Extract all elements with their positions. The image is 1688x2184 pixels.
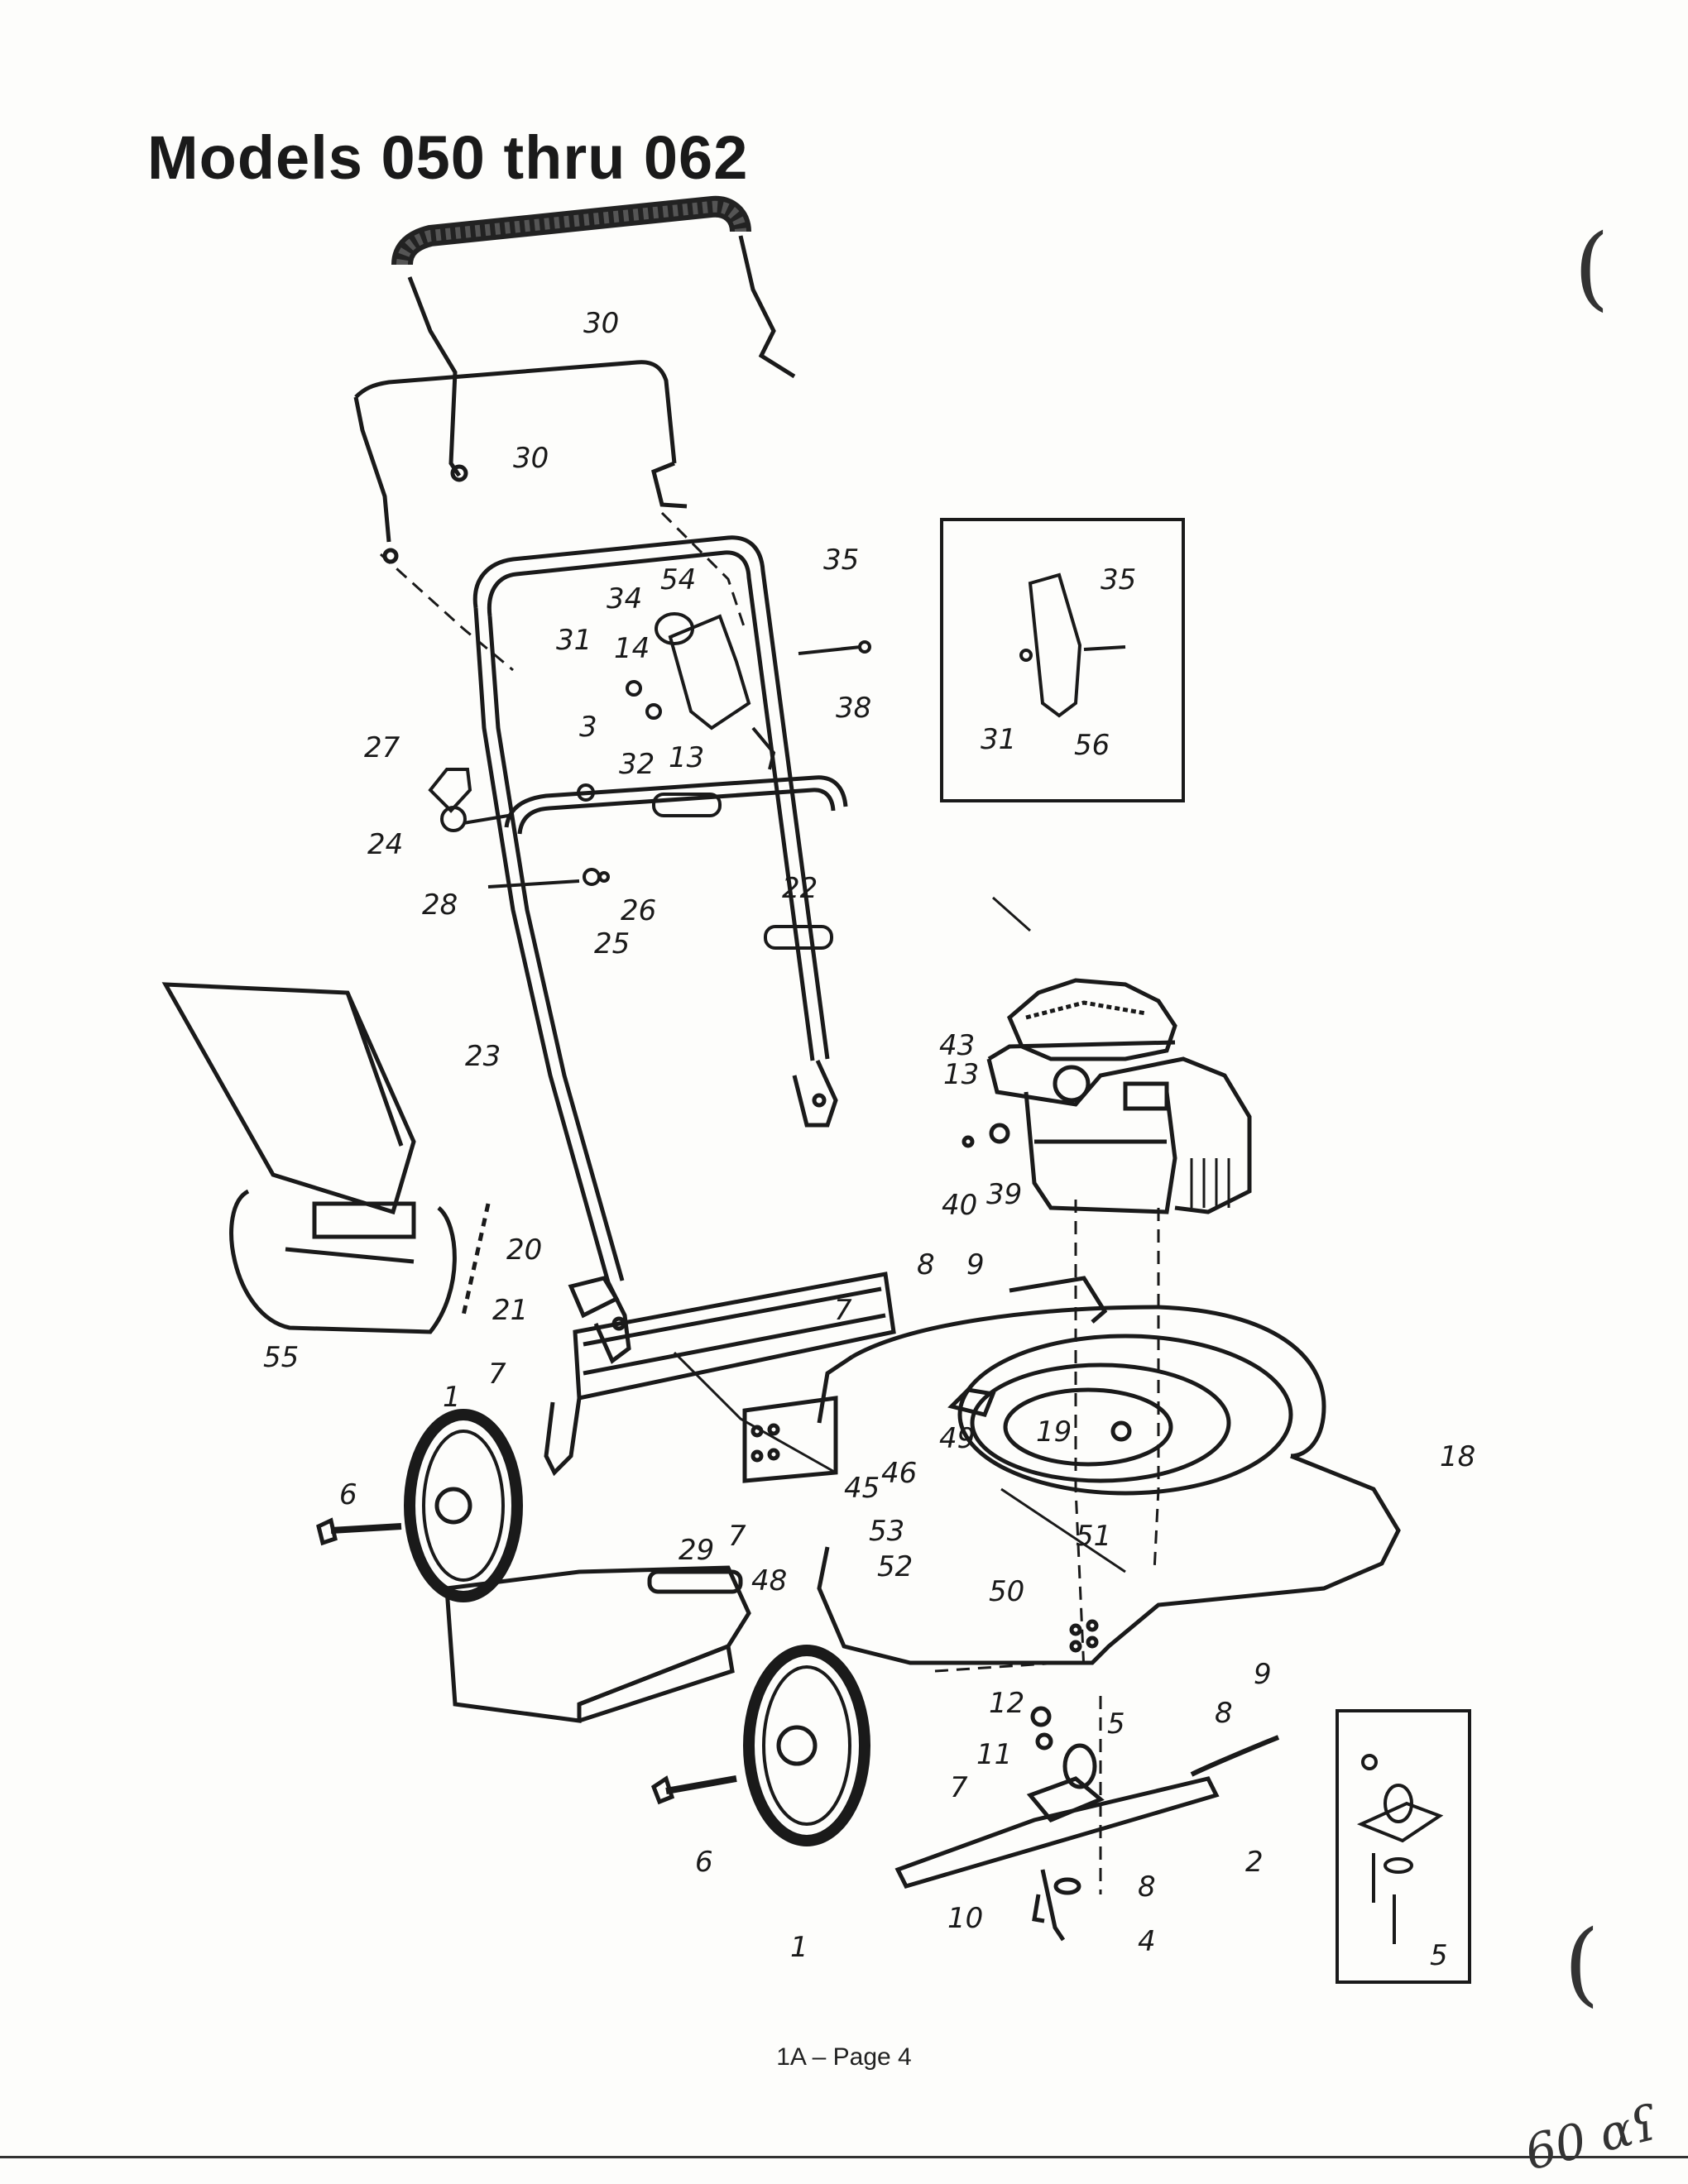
rear-wheel [316,1409,523,1602]
lower-handle [472,535,848,1364]
callout-40: 40 [942,1189,977,1222]
callout-labels: 30 30 35 34 54 31 14 38 27 3 32 13 24 28… [263,307,1475,1972]
blade-assembly [894,1706,1280,1942]
callout-28: 28 [422,888,458,922]
page-footer: 1A – Page 4 [776,2043,912,2071]
callout-35: 35 [823,544,859,577]
callout-12: 12 [989,1687,1024,1720]
inset-blade-adapter [1336,1709,1471,1984]
callout-1: 1 [790,1931,808,1964]
rear-baffle [544,1272,896,1483]
inset-callout-35: 35 [1101,563,1136,596]
callout-31: 31 [556,624,592,657]
callout-46: 46 [881,1457,917,1490]
callout-13: 13 [669,741,704,774]
callout-30: 30 [513,442,549,475]
engine [961,896,1252,1214]
callout-5: 5 [1107,1707,1125,1741]
callout-50: 50 [989,1575,1024,1608]
mower-deck [817,1276,1401,1665]
callout-51: 51 [1076,1520,1111,1553]
callout-8: 8 [1138,1870,1156,1904]
callout-53: 53 [869,1515,904,1548]
callout-32: 32 [619,748,655,781]
callout-39: 39 [986,1178,1022,1211]
callout-26: 26 [621,894,656,927]
callout-10: 10 [947,1902,983,1935]
page-title: Models 050 thru 062 [147,123,749,192]
callout-7: 7 [728,1520,746,1553]
callout-1: 1 [443,1381,461,1414]
callout-52: 52 [877,1550,913,1583]
callout-49: 49 [939,1422,975,1455]
callout-19: 19 [1036,1415,1072,1449]
margin-mark: ( [1564,1910,1599,2016]
callout-8: 8 [1215,1697,1233,1730]
callout-7: 7 [834,1294,852,1327]
inset-throttle [940,518,1185,802]
callout-24: 24 [367,828,403,861]
inset-callout-31: 31 [981,723,1016,756]
callout-43: 43 [939,1029,975,1062]
callout-25: 25 [594,927,630,960]
bottom-rule [0,2156,1688,2158]
callout-7: 7 [488,1358,506,1391]
callout-20: 20 [506,1233,542,1267]
callout-3: 3 [579,711,597,744]
callout-7: 7 [950,1771,968,1804]
callout-23: 23 [465,1040,501,1073]
callout-8: 8 [917,1248,935,1281]
callout-14: 14 [614,632,650,665]
callout-45: 45 [844,1472,880,1505]
front-wheel [650,1645,870,1846]
callout-22: 22 [782,872,818,905]
callout-11: 11 [976,1738,1012,1771]
rear-flap [444,1565,751,1723]
callout-55: 55 [263,1341,299,1374]
callout-29: 29 [679,1534,714,1567]
inset-label-5: 5 [1430,1939,1448,1972]
callout-6: 6 [695,1846,713,1879]
callout-48: 48 [751,1564,787,1597]
callout-54: 54 [660,563,696,596]
callout-21: 21 [492,1294,528,1327]
callout-9: 9 [966,1248,985,1281]
callout-6: 6 [339,1478,357,1511]
callout-27: 27 [364,731,400,764]
callout-4: 4 [1138,1925,1156,1958]
control-hardware [428,612,871,950]
callout-9: 9 [1254,1658,1272,1691]
callout-13: 13 [943,1058,979,1091]
callout-30: 30 [583,307,619,340]
upper-handle [353,195,796,564]
margin-mark: ( [1574,214,1609,320]
inset-callout-56: 56 [1074,729,1110,762]
callout-18: 18 [1440,1440,1475,1473]
callout-34: 34 [607,582,642,615]
callout-2: 2 [1245,1846,1264,1879]
grass-catcher [161,982,491,1334]
callout-38: 38 [836,692,871,725]
